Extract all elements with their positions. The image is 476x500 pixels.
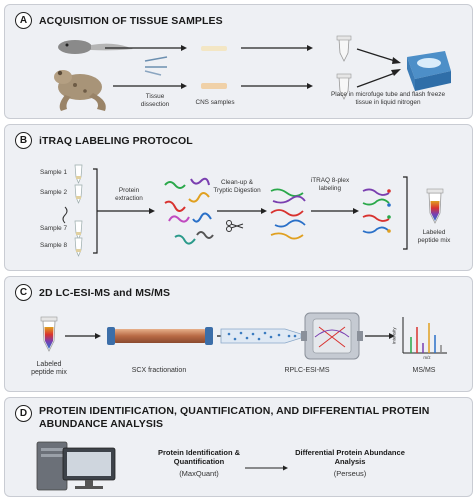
msms-spectrum-icon <box>402 317 447 354</box>
panel-d-graphics <box>36 441 288 491</box>
cleanup-digestion-label: Clean-up & Tryptic Digestion <box>213 179 261 194</box>
perseus-label: (Perseus) <box>333 469 367 478</box>
maxquant-label: (MaxQuant) <box>179 469 219 478</box>
panel-a-title: ACQUISITION OF TISSUE SAMPLES <box>39 14 223 27</box>
diff-abundance-label: Differential Protein Abundance Analysis <box>295 448 405 466</box>
panel-itraq: B iTRAQ LABELING PROTOCOL Sample 1 Sampl… <box>4 124 473 271</box>
sample-label: Sample 1 <box>40 169 67 176</box>
panel-lcms: C 2D LC-ESI-MS and MS/MS <box>4 276 473 392</box>
labeled-peptides-icon <box>362 188 391 234</box>
liquid-nitrogen-container-icon <box>407 51 451 91</box>
panel-b-title: iTRAQ LABELING PROTOCOL <box>39 134 193 147</box>
cns-sample-bottom <box>201 83 227 89</box>
tissue-dissection-label: Tissue dissection <box>140 93 170 108</box>
itraq-labeling-label: iTRAQ 8-plex labeling <box>310 177 350 192</box>
computer-icon <box>36 441 116 491</box>
rplc-label: RPLC-ESI-MS <box>284 367 330 374</box>
panel-d-title: PROTEIN IDENTIFICATION, QUANTIFICATION, … <box>39 405 430 431</box>
dissection-tools-icon <box>144 56 168 76</box>
mass-spectrometer-icon <box>301 312 363 360</box>
sample-tube-2 <box>74 184 83 204</box>
panel-a-header: A ACQUISITION OF TISSUE SAMPLES <box>15 12 223 29</box>
panel-a-graphics <box>54 35 451 111</box>
sample-label: Sample 2 <box>40 189 67 196</box>
rplc-capillary-icon <box>220 328 302 344</box>
frog-icon <box>54 70 106 111</box>
sample-tube-8 <box>74 237 83 257</box>
panel-c-letter: C <box>15 284 32 301</box>
msms-label: MS/MS <box>412 367 436 374</box>
panel-identification: D PROTEIN IDENTIFICATION, QUANTIFICATION… <box>4 397 473 497</box>
sample-label: Sample 8 <box>40 242 67 249</box>
microfuge-tube-top <box>336 35 352 62</box>
panel-c-graphics <box>40 312 447 360</box>
protein-extraction-label: Protein extraction <box>115 187 143 202</box>
panel-a-letter: A <box>15 12 32 29</box>
protein-cluster-icon <box>164 177 214 245</box>
intensity-axis-label: Intensity <box>391 327 397 345</box>
scx-column-icon <box>107 327 213 345</box>
scx-label: SCX fractionation <box>131 367 187 374</box>
panel-acquisition: A ACQUISITION OF TISSUE SAMPLES <box>4 4 473 119</box>
id-quant-label: Protein Identification & Quantification <box>157 448 241 466</box>
panel-c-title: 2D LC-ESI-MS and MS/MS <box>39 286 171 299</box>
labeled-mix-label: Labeled peptide mix <box>31 361 67 377</box>
labeled-mix-label: Labeled peptide mix <box>417 229 451 244</box>
cns-sample-top <box>201 46 227 51</box>
microfuge-tube-bottom <box>336 73 352 100</box>
peptides-icon <box>270 188 306 240</box>
cns-samples-label: CNS samples <box>195 99 235 106</box>
panel-c-header: C 2D LC-ESI-MS and MS/MS <box>15 284 170 301</box>
panel-b-graphics <box>62 164 444 257</box>
sample-label: Sample 7 <box>40 225 67 232</box>
panel-d-letter: D <box>15 405 32 422</box>
labeled-mix-tube-icon <box>40 316 58 352</box>
sample-tube-7 <box>74 220 83 240</box>
labeled-mix-tube-icon <box>426 188 444 224</box>
mz-axis-label: m/z <box>423 355 431 360</box>
sample-tube-1 <box>74 164 83 184</box>
tadpole-icon <box>58 40 133 54</box>
ellipsis-squiggle <box>62 206 68 224</box>
panel-b-header: B iTRAQ LABELING PROTOCOL <box>15 132 193 149</box>
scissors-icon <box>226 220 244 232</box>
panel-b-letter: B <box>15 132 32 149</box>
place-tube-label: Place in microfuge tube and flash freeze… <box>330 91 446 106</box>
panel-d-header: D PROTEIN IDENTIFICATION, QUANTIFICATION… <box>15 405 439 431</box>
